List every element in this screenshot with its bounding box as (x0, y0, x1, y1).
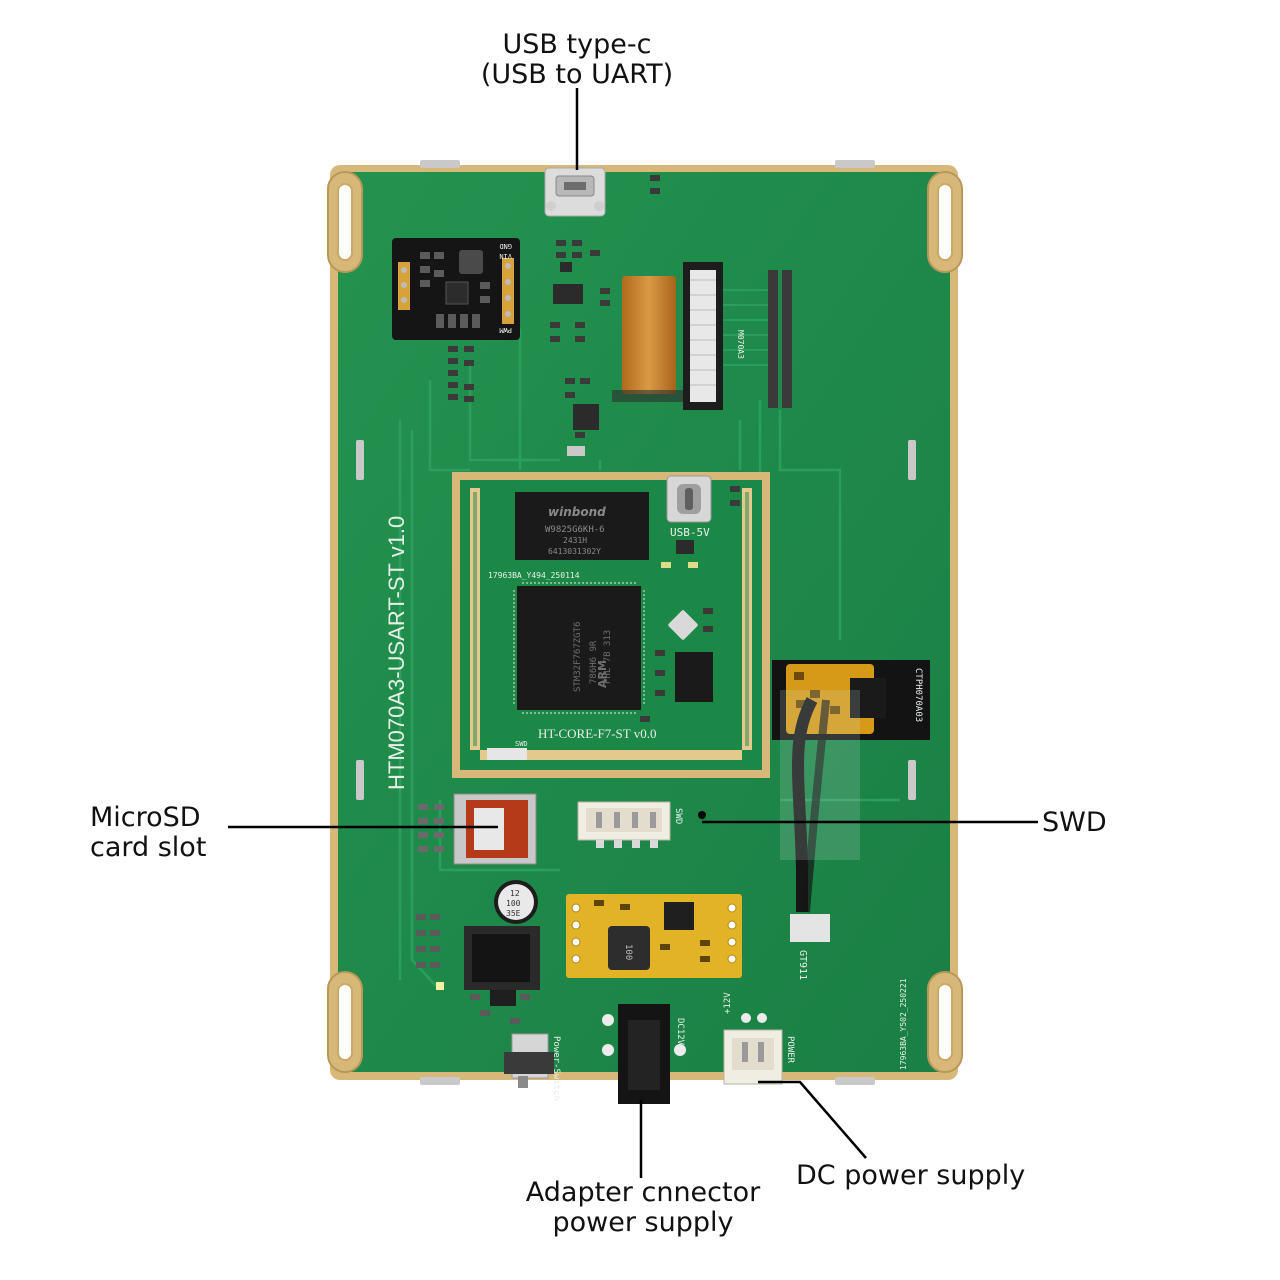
cap-line2: 100 (506, 899, 521, 908)
inductor-value: 100 (623, 944, 633, 960)
adapter-line2: power supply (552, 1207, 734, 1238)
sdram-lot: 6413031302Y (548, 547, 601, 556)
sdram-part: W9825G6KH-6 (545, 525, 605, 535)
plus12v-label: +12V (723, 992, 733, 1014)
usb-uart-callout: USB type-c (USB to UART) (470, 30, 684, 90)
microsd-line2: card slot (90, 832, 207, 863)
mod-pin-pwm: PWM (499, 326, 512, 334)
pwm-module: GND VIN PWM (392, 238, 520, 340)
cap-line1: 12 (510, 889, 520, 898)
sdram-chip: winbond W9825G6KH-6 2431H 6413031302Y (515, 492, 649, 560)
swd-connector-label: SWD (673, 808, 683, 824)
electrolytic-capacitor: 12 100 35E (494, 880, 538, 924)
microsd-slot (418, 793, 537, 865)
usb-uart-connector (544, 167, 606, 217)
dc12v-label: DC12V (675, 1018, 685, 1046)
mcu-line1: STM32F767ZGT6 (573, 622, 583, 692)
power-label: POWER (785, 1036, 795, 1064)
dc-supply-leader (758, 1080, 867, 1159)
swd-callout: SWD (1042, 808, 1107, 838)
mcu-line2: 786H6 9R (589, 640, 599, 684)
swd-label: SWD (1042, 807, 1107, 838)
swd-dot (698, 811, 706, 819)
usb-5v-label: USB-5V (670, 526, 710, 539)
cap-line3: 35E (506, 909, 521, 918)
board-code: 17963BA_Y502_250221 (899, 978, 908, 1070)
mod-pin-gnd: GND (499, 242, 512, 250)
power-inductor-left (416, 914, 540, 1024)
buck-module: 100 (566, 894, 742, 978)
board-name: HTM070A3-USART-ST v1.0 (384, 516, 409, 790)
fpc-connector: M070A3 (612, 262, 792, 410)
adapter-callout: Adapter cnnector power supply (508, 1178, 778, 1238)
mcu-chip: STM32F767ZGT6 786H6 9R PHL 7B 313 ARM (513, 582, 645, 714)
swd-header-label: SWD (515, 740, 528, 748)
mcu-line3: PHL 7B 313 (603, 630, 613, 684)
usb-uart-line2: (USB to UART) (480, 59, 674, 90)
m070a3-label: M070A3 (736, 330, 745, 359)
dc-jack: DC12V (602, 1004, 686, 1104)
power-switch-label: Power-Switch (551, 1036, 561, 1101)
power-header: +12V POWER (723, 992, 795, 1085)
swd-connector: SWD (577, 801, 683, 848)
core-code: 17963BA_Y494_250114 (488, 571, 580, 580)
usb-c-connector (666, 475, 712, 523)
usb-uart-line1: USB type-c (502, 29, 652, 60)
gt911-label: GT911 (797, 950, 808, 980)
sdram-brand: winbond (548, 505, 606, 519)
sdram-date: 2431H (563, 536, 587, 545)
touch-flex: CTPH070A03 GT911 (772, 660, 930, 980)
microsd-line1: MicroSD (90, 802, 201, 833)
core-module: winbond W9825G6KH-6 2431H 6413031302Y US… (452, 472, 770, 778)
core-module-name: HT-CORE-F7-ST v0.0 (538, 726, 656, 741)
dc-supply-label: DC power supply (796, 1160, 1026, 1191)
power-switch: Power-Switch (504, 1033, 561, 1101)
microsd-callout: MicroSD card slot (90, 803, 206, 863)
callout-lines (228, 88, 1038, 1178)
mcu-brand: ARM (596, 660, 609, 688)
dc-supply-callout: DC power supply (796, 1161, 1025, 1191)
ctp-label: CTPH070A03 (913, 668, 923, 722)
smd-components (448, 175, 660, 456)
mod-pin-vin: VIN (499, 252, 512, 260)
adapter-line1: Adapter cnnector (525, 1177, 761, 1208)
